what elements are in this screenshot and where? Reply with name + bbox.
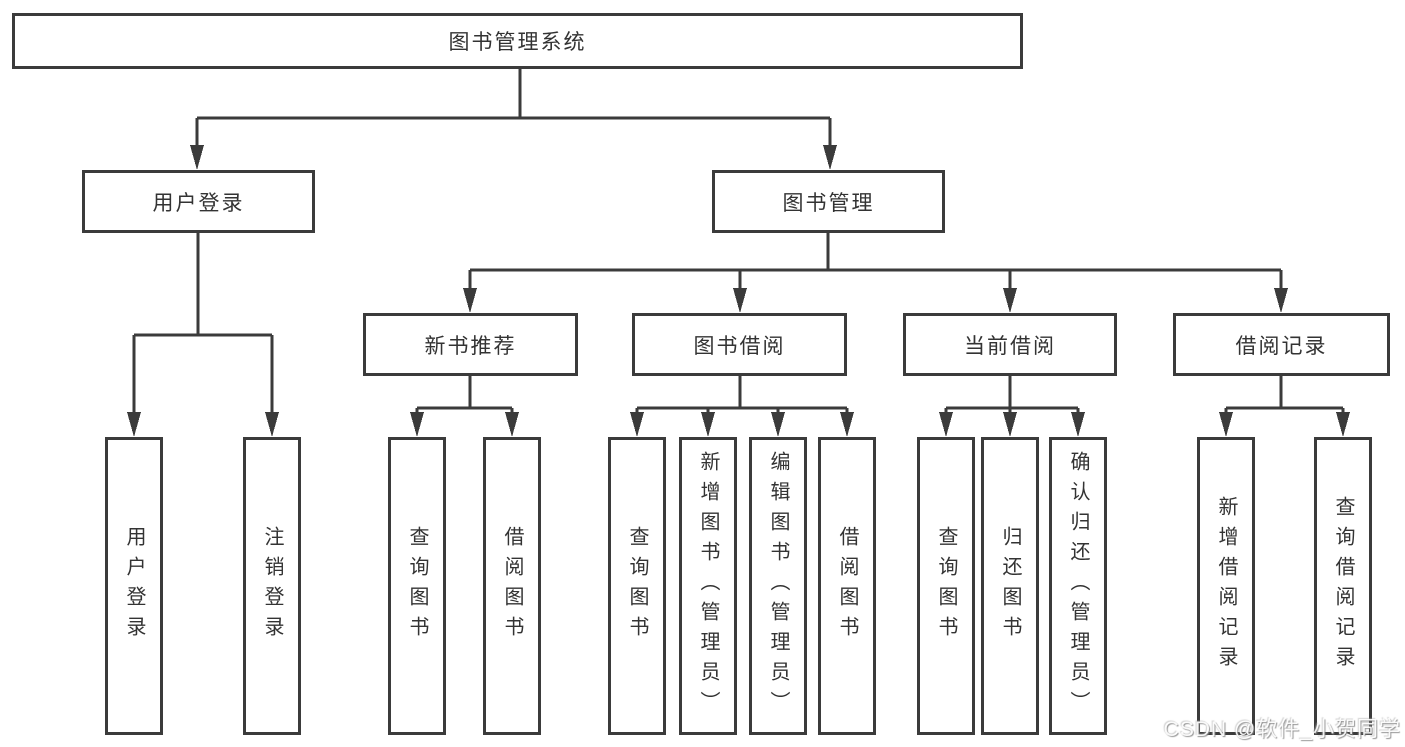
- node-book-borrow-label: 图书借阅: [693, 334, 786, 358]
- node-user-login-label: 用户登录: [152, 191, 245, 215]
- node-new-book-recommend-label: 新书推荐: [424, 334, 517, 358]
- leaf-borrow-edit-books-admin-label: 编辑图书（管理员）: [767, 451, 789, 721]
- leaf-borrow-add-books-admin: 新增图书（管理员）: [679, 437, 737, 735]
- node-root-system: 图书管理系统: [12, 13, 1023, 69]
- leaf-current-query-books-label: 查询图书: [935, 526, 957, 646]
- node-current-borrow-label: 当前借阅: [964, 334, 1056, 358]
- node-user-login: 用户登录: [82, 170, 315, 233]
- leaf-current-confirm-return-admin-label: 确认归还（管理员）: [1067, 451, 1089, 721]
- leaf-borrow-query-books: 查询图书: [608, 437, 666, 735]
- leaf-records-add-record-label: 新增借阅记录: [1215, 496, 1237, 676]
- leaf-borrow-add-books-admin-label: 新增图书（管理员）: [697, 451, 719, 721]
- leaf-recommend-borrow-books-label: 借阅图书: [501, 526, 523, 646]
- node-new-book-recommend: 新书推荐: [363, 313, 578, 376]
- leaf-current-return-books: 归还图书: [981, 437, 1039, 735]
- leaf-logout-login: 注销登录: [243, 437, 301, 735]
- leaf-borrow-edit-books-admin: 编辑图书（管理员）: [749, 437, 807, 735]
- node-book-management-label: 图书管理: [782, 191, 875, 215]
- leaf-records-query-record-label: 查询借阅记录: [1332, 496, 1354, 676]
- leaf-user-login-label: 用户登录: [123, 526, 145, 646]
- leaf-logout-login-label: 注销登录: [261, 526, 283, 646]
- leaf-records-add-record: 新增借阅记录: [1197, 437, 1255, 735]
- leaf-recommend-query-books: 查询图书: [388, 437, 446, 735]
- leaf-recommend-borrow-books: 借阅图书: [483, 437, 541, 735]
- leaf-recommend-query-books-label: 查询图书: [406, 526, 428, 646]
- node-book-management: 图书管理: [712, 170, 945, 233]
- leaf-borrow-borrow-books: 借阅图书: [818, 437, 876, 735]
- leaf-current-confirm-return-admin: 确认归还（管理员）: [1049, 437, 1107, 735]
- node-borrow-records-label: 借阅记录: [1235, 334, 1328, 358]
- leaf-borrow-query-books-label: 查询图书: [626, 526, 648, 646]
- node-book-borrow: 图书借阅: [632, 313, 847, 376]
- leaf-borrow-borrow-books-label: 借阅图书: [836, 526, 858, 646]
- node-current-borrow: 当前借阅: [903, 313, 1117, 376]
- csdn-watermark: CSDN @软件_小贺同学: [1163, 718, 1401, 741]
- leaf-current-return-books-label: 归还图书: [999, 526, 1021, 646]
- leaf-current-query-books: 查询图书: [917, 437, 975, 735]
- node-root-label: 图书管理系统: [448, 31, 587, 54]
- node-borrow-records: 借阅记录: [1173, 313, 1390, 376]
- leaf-user-login: 用户登录: [105, 437, 163, 735]
- leaf-records-query-record: 查询借阅记录: [1314, 437, 1372, 735]
